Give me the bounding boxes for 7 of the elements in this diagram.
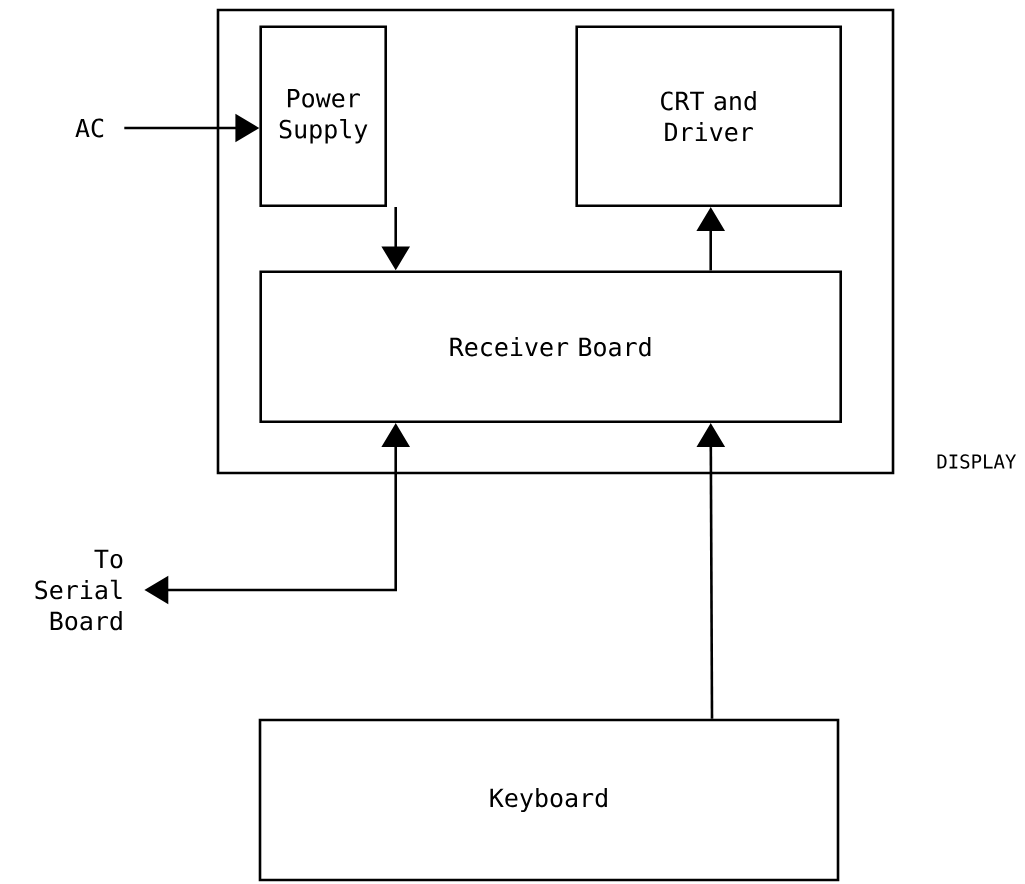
block-box: Receiver Board xyxy=(259,270,842,423)
block-box: Keyboard xyxy=(258,718,840,882)
enclosure-label: DISPLAY xyxy=(937,454,1017,469)
signal-label: To Serial Board xyxy=(35,549,123,631)
block-box: Power Supply xyxy=(259,25,387,207)
signal-label: AC xyxy=(75,118,104,138)
block-box: CRT and Driver xyxy=(575,25,842,207)
